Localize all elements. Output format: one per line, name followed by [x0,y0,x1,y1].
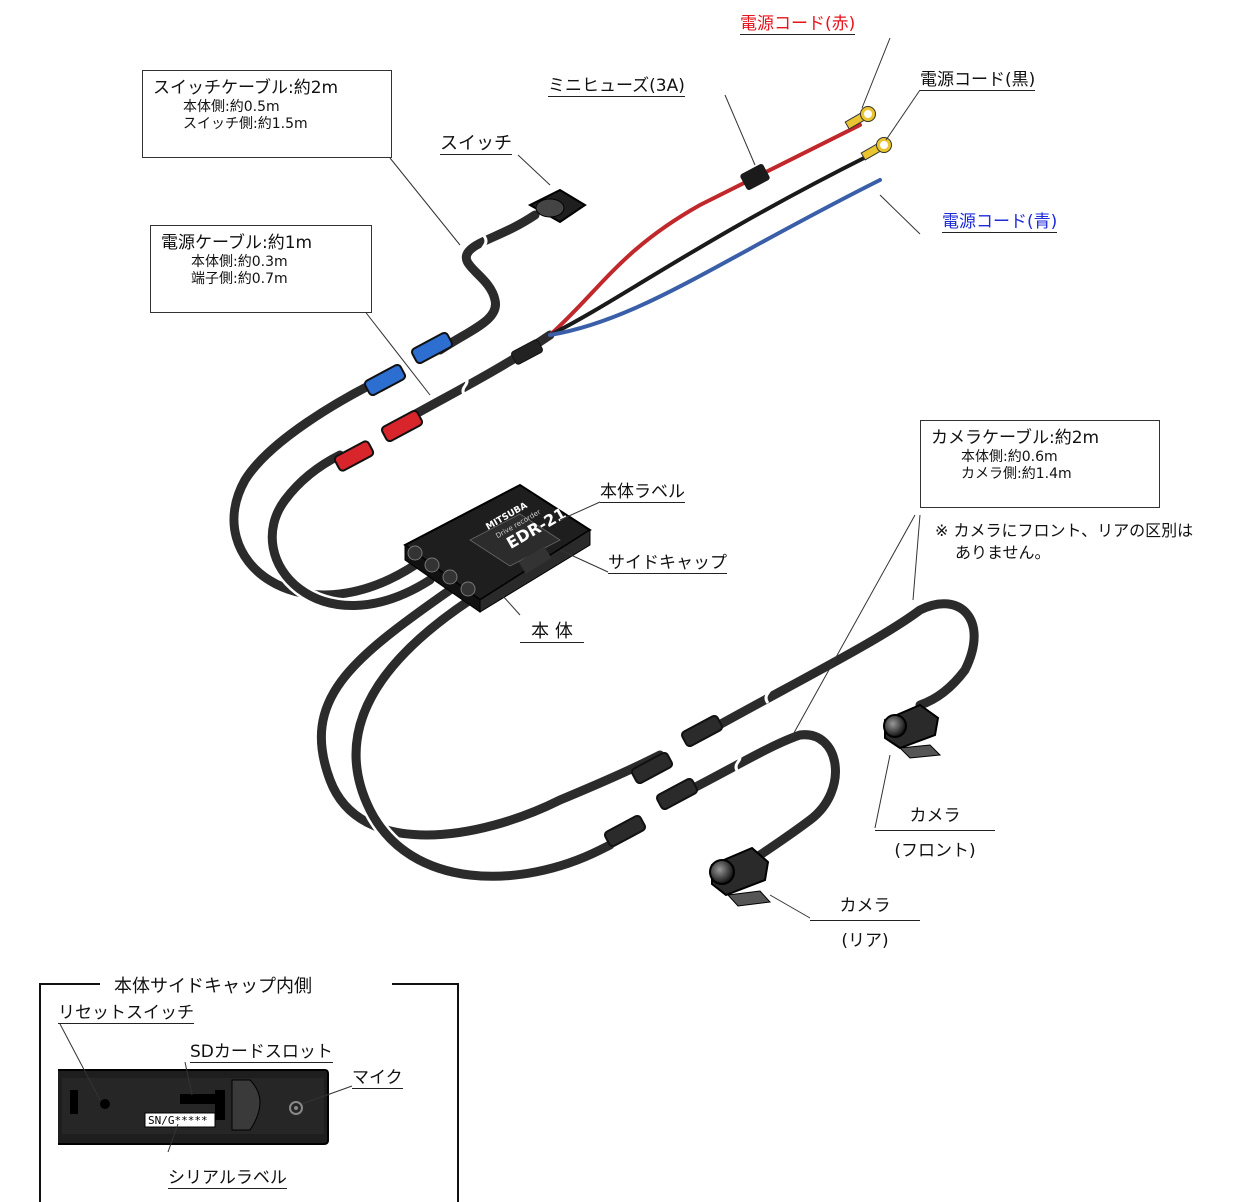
label-side-cap: サイドキャップ [608,553,727,574]
switch-cable-line1: 本体側:約0.5m [183,99,280,115]
label-power-cord-blue: 電源コード(青) [942,212,1058,233]
power-cable-title: 電源ケーブル:約1m [161,233,313,253]
side-cap-panel [58,1069,329,1145]
power-cable-line2: 端子側:約0.7m [191,271,288,287]
serial-label-text: SN/G***** [148,1114,208,1127]
front-camera-line1: カメラ [875,806,995,831]
label-power-cord-red: 電源コード(赤) [740,14,856,35]
power-cable-box: 電源ケーブル:約1m 本体側:約0.3m 端子側:約0.7m [150,225,372,313]
front-camera-line2: (フロント) [894,841,976,861]
label-rear-camera: カメラ (リア) [810,896,920,951]
label-mini-fuse: ミニヒューズ(3A) [548,76,685,97]
rear-camera-line2: (リア) [841,931,889,951]
camera-cable-title: カメラケーブル:約2m [931,428,1100,448]
power-cable-line1: 本体側:約0.3m [191,254,288,270]
camera-note-line2: ありません。 [955,543,1051,562]
label-reset-switch: リセットスイッチ [58,1003,194,1024]
label-power-cord-black: 電源コード(黒) [920,70,1036,91]
camera-cable-rear [349,593,843,884]
camera-cable-front [314,583,982,842]
leader-lines [359,37,921,919]
camera-note-line1: ※ カメラにフロント、リアの区別は [935,521,1194,540]
label-front-camera: カメラ (フロント) [875,806,995,861]
cable-break-marks [461,235,772,773]
rear-camera-line1: カメラ [810,896,920,921]
camera-note: ※ カメラにフロント、リアの区別は ありません。 [935,520,1193,564]
ring-terminals [844,106,892,161]
rear-camera-shape [709,846,772,907]
label-serial-label: シリアルラベル [168,1168,287,1189]
main-unit-shape [403,483,592,613]
camera-cable-line1: 本体側:約0.6m [961,449,1058,465]
label-switch: スイッチ [440,133,512,155]
switch-cable-line2: スイッチ側:約1.5m [183,116,308,132]
switch-shape [527,188,587,224]
camera-cable-box: カメラケーブル:約2m 本体側:約0.6m カメラ側:約1.4m [920,420,1160,508]
label-main-label: 本体ラベル [600,482,685,503]
label-mic: マイク [352,1068,403,1089]
label-main-unit: 本 体 [520,622,584,643]
inset-frame [39,983,459,1202]
switch-cable [227,208,542,602]
switch-cable-title: スイッチケーブル:約2m [153,78,339,98]
label-sd-slot: SDカードスロット [190,1042,333,1063]
switch-cable-box: スイッチケーブル:約2m 本体側:約0.5m スイッチ側:約1.5m [142,70,392,158]
front-camera-shape [883,703,942,759]
inset-title: 本体サイドキャップ内側 [104,972,322,998]
camera-cable-line2: カメラ側:約1.4m [961,466,1072,482]
inset-leaders [59,1023,353,1153]
connectors [333,331,724,848]
mini-fuse-shape [740,164,770,190]
